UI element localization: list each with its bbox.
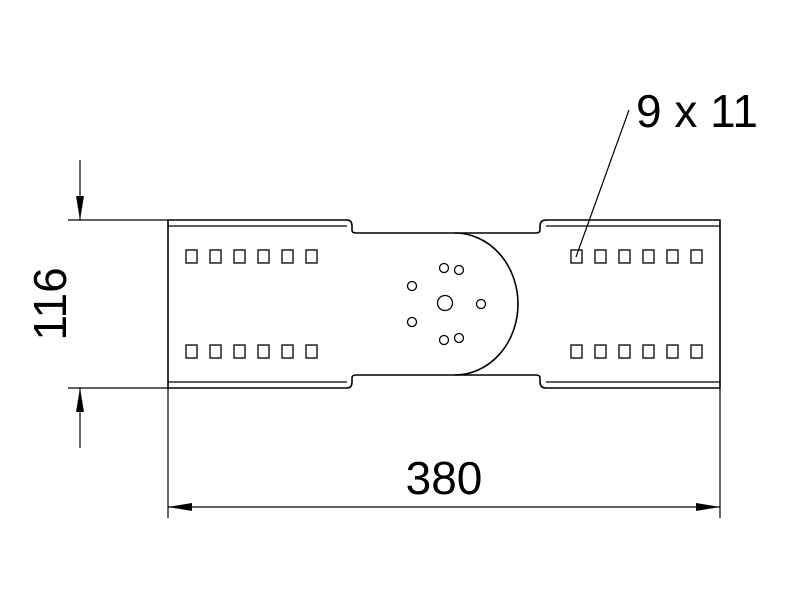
slot bbox=[281, 249, 294, 264]
slot bbox=[185, 249, 198, 264]
width-dimension: 380 bbox=[167, 388, 721, 518]
slot bbox=[209, 344, 222, 359]
slot bbox=[257, 344, 270, 359]
slot bbox=[570, 249, 583, 264]
slot-size-label: 9 x 11 bbox=[636, 85, 758, 137]
arrowhead-left bbox=[168, 503, 192, 511]
round-hole bbox=[475, 298, 487, 310]
left-slot-group bbox=[185, 249, 318, 359]
slot bbox=[594, 249, 607, 264]
slot bbox=[570, 344, 583, 359]
slot-callout: 9 x 11 bbox=[575, 85, 758, 258]
slot bbox=[594, 344, 607, 359]
arrowhead-down bbox=[76, 196, 84, 220]
slot bbox=[209, 249, 222, 264]
arrowhead-up bbox=[76, 388, 84, 412]
center-hole-large bbox=[436, 294, 454, 312]
slot bbox=[690, 344, 703, 359]
slot bbox=[618, 249, 631, 264]
slot bbox=[666, 249, 679, 264]
round-hole bbox=[438, 262, 450, 274]
slot bbox=[305, 344, 318, 359]
slot bbox=[618, 344, 631, 359]
height-dimension: 116 bbox=[24, 160, 168, 448]
slot bbox=[642, 249, 655, 264]
right-slot-group bbox=[570, 249, 703, 359]
round-hole bbox=[453, 332, 465, 344]
slot bbox=[185, 344, 198, 359]
center-hole-pattern bbox=[406, 262, 487, 346]
leader-line bbox=[575, 109, 630, 258]
round-hole bbox=[453, 264, 465, 276]
slot bbox=[281, 344, 294, 359]
center-tongue bbox=[454, 232, 519, 376]
plate-outline bbox=[167, 219, 721, 389]
slot bbox=[666, 344, 679, 359]
slot bbox=[257, 249, 270, 264]
connector-plate bbox=[167, 219, 721, 389]
round-hole bbox=[406, 316, 418, 328]
slot bbox=[233, 344, 246, 359]
slot bbox=[690, 249, 703, 264]
round-hole bbox=[406, 280, 418, 292]
round-hole bbox=[438, 334, 450, 346]
slot bbox=[233, 249, 246, 264]
height-label: 116 bbox=[24, 267, 76, 340]
slot bbox=[305, 249, 318, 264]
width-label: 380 bbox=[406, 452, 483, 504]
arrowhead-right bbox=[696, 503, 720, 511]
slot bbox=[642, 344, 655, 359]
